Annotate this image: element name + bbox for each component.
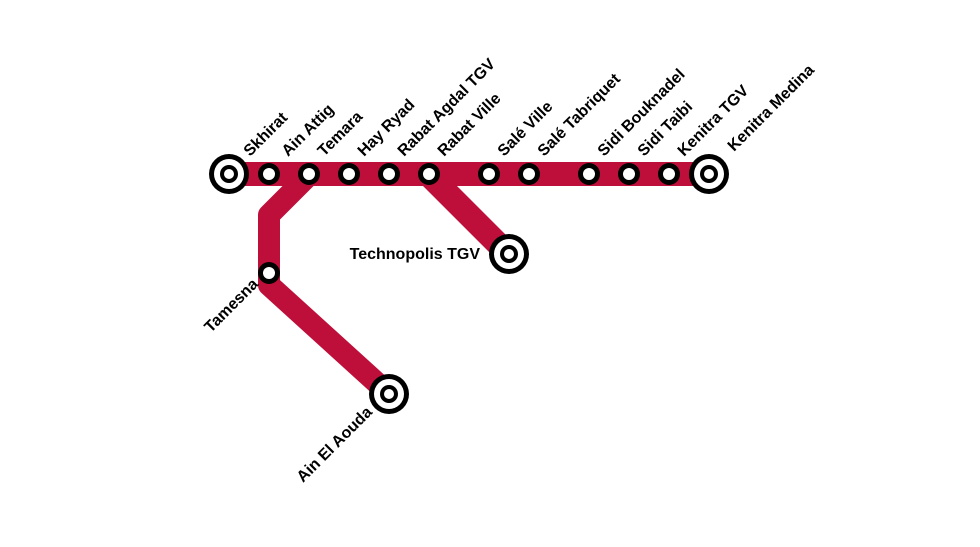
- station-markers: [209, 154, 729, 414]
- station-rabat-agdal-tgv[interactable]: [378, 163, 400, 185]
- ain-el-aouda-branch-track: [258, 163, 400, 405]
- line-tracks: [218, 162, 720, 405]
- station-ain-attig[interactable]: [258, 163, 280, 185]
- station-technopolis-tgv[interactable]: [489, 234, 529, 274]
- label-kenitra-medina: Kenitra Medina: [725, 62, 818, 155]
- station-sale-ville[interactable]: [478, 163, 500, 185]
- label-technopolis-tgv: Technopolis TGV: [350, 246, 481, 263]
- station-sidi-taibi[interactable]: [618, 163, 640, 185]
- station-ain-el-aouda[interactable]: [369, 374, 409, 414]
- station-sidi-bouknadel[interactable]: [578, 163, 600, 185]
- station-kenitra-tgv[interactable]: [658, 163, 680, 185]
- station-skhirat[interactable]: [209, 154, 249, 194]
- station-rabat-ville[interactable]: [418, 163, 440, 185]
- label-ain-el-aouda: Ain El Aouda: [294, 404, 376, 486]
- station-temara[interactable]: [298, 163, 320, 185]
- station-kenitra-medina[interactable]: [689, 154, 729, 194]
- station-hay-ryad[interactable]: [338, 163, 360, 185]
- station-sale-tabriquet[interactable]: [518, 163, 540, 185]
- label-tamesna: Tamesna: [202, 276, 262, 336]
- station-tamesna[interactable]: [258, 262, 280, 284]
